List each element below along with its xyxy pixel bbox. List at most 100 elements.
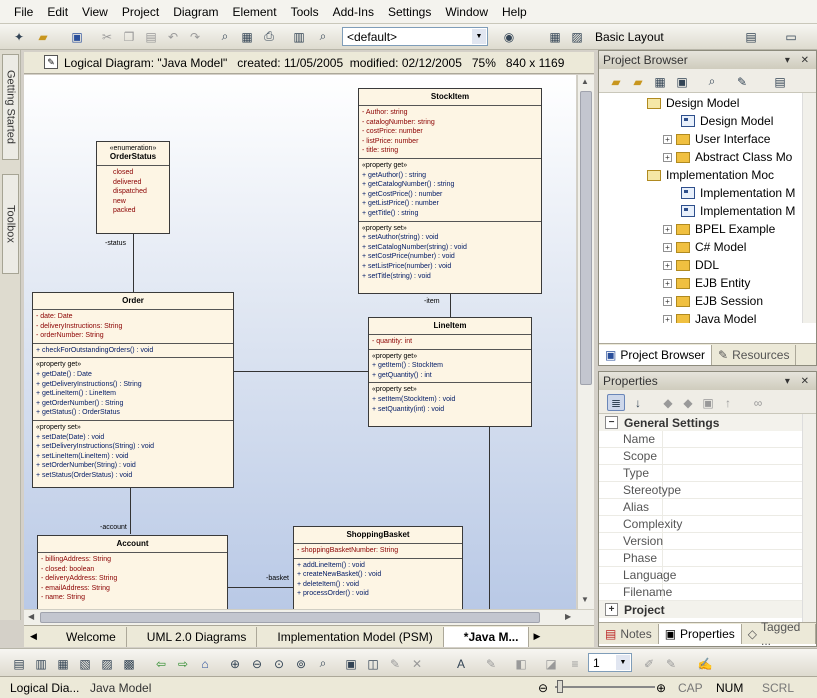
enum-value[interactable]: delivered	[113, 178, 142, 186]
zoom-slider-thumb[interactable]	[557, 680, 563, 693]
class-account[interactable]: Account - billingAddress: String - close…	[37, 535, 228, 609]
tree-item[interactable]: Implementation M	[681, 202, 795, 220]
property-row[interactable]: Complexity	[599, 516, 816, 533]
enum-value[interactable]: closed	[113, 169, 134, 176]
connector-lineitem-basket[interactable]	[489, 427, 490, 609]
expand-icon[interactable]: +	[663, 314, 672, 323]
scroll-up-icon[interactable]: ▲	[581, 77, 589, 86]
property-group-general[interactable]: −General Settings	[599, 414, 816, 431]
chevron-down-icon[interactable]: ▼	[472, 29, 486, 44]
save-icon[interactable]: ▣	[71, 29, 83, 44]
tree-item[interactable]: +C# Model	[663, 238, 746, 256]
class-stockitem[interactable]: StockItem - Author: string - catalogNumb…	[358, 88, 542, 294]
expand-icon[interactable]: +	[663, 224, 672, 234]
tab-resources[interactable]: ✎Resources	[712, 344, 797, 365]
operation-row[interactable]: + setCatalogNumber(string) : void	[362, 243, 467, 251]
panel-controls-icon[interactable]: ▾ ✕	[784, 375, 813, 387]
align-icon[interactable]: ▩	[123, 656, 135, 671]
tree-item[interactable]: Implementation M	[681, 184, 795, 202]
line-color-icon[interactable]: ✎	[485, 656, 497, 671]
attribute-row[interactable]: - catalogNumber: string	[362, 118, 435, 126]
operation-row[interactable]: + setDate(Date) : void	[36, 433, 105, 441]
operation-row[interactable]: + createNewBasket() : void	[297, 571, 382, 579]
tree-item[interactable]: +BPEL Example	[663, 220, 775, 238]
tree-scrollbar[interactable]	[802, 93, 816, 323]
attribute-row[interactable]: - name: String	[41, 594, 85, 602]
zoom-fit-icon[interactable]: ⊙	[273, 656, 285, 671]
attribute-row[interactable]: - date: Date	[36, 313, 73, 320]
expand-icon[interactable]: +	[663, 278, 672, 288]
operation-row[interactable]: + getStatus() : OrderStatus	[36, 409, 120, 417]
expand-icon[interactable]: +	[663, 260, 672, 270]
property-row[interactable]: Scope	[599, 448, 816, 465]
attribute-row[interactable]: - deliveryAddress: String	[41, 575, 118, 583]
enum-value[interactable]: packed	[113, 207, 136, 215]
connector-item[interactable]	[450, 294, 451, 317]
help-icon[interactable]: ◉	[503, 29, 515, 44]
new-folder-icon[interactable]: ▰	[611, 74, 621, 89]
pen-icon[interactable]: ✎	[665, 656, 677, 671]
font-icon[interactable]: A	[456, 656, 465, 671]
operation-row[interactable]: + setAuthor(string) : void	[362, 234, 439, 242]
prop-tool-icon[interactable]: ◆	[683, 395, 693, 410]
document-icon[interactable]: ▥	[293, 29, 305, 44]
getting-started-tab[interactable]: Getting Started	[2, 54, 19, 160]
workspace-icon[interactable]: ▨	[571, 29, 583, 44]
operation-row[interactable]: + getDeliveryInstructions() : String	[36, 380, 142, 388]
home-icon[interactable]: ⌂	[201, 656, 209, 671]
canvas-horizontal-scrollbar[interactable]: ◀ ▶	[24, 609, 594, 625]
horizontal-scroll-thumb[interactable]	[40, 612, 540, 623]
align-icon[interactable]: ▥	[35, 656, 47, 671]
attribute-row[interactable]: - deliveryInstructions: String	[36, 322, 123, 330]
enum-value[interactable]: dispatched	[113, 188, 147, 196]
operation-row[interactable]: + checkForOutstandingOrders() : void	[36, 346, 154, 354]
menu-element[interactable]: Element	[232, 4, 277, 19]
layout-diagram-icon[interactable]: ▣	[345, 656, 357, 671]
operation-row[interactable]: + getTitle() : string	[362, 209, 419, 217]
sort-az-icon[interactable]: ↓	[635, 395, 641, 410]
menu-tools[interactable]: Tools	[290, 4, 319, 19]
connector-status[interactable]	[133, 233, 134, 292]
print-preview-icon[interactable]: ▦	[241, 29, 253, 44]
class-order[interactable]: Order - date: Date - deliveryInstruction…	[32, 292, 234, 488]
expand-icon[interactable]: +	[663, 152, 672, 162]
attribute-row[interactable]: - emailAddress: String	[41, 584, 110, 592]
zoom-in-icon[interactable]: ⊕	[229, 656, 241, 671]
property-row[interactable]: Filename	[599, 584, 816, 601]
new-icon[interactable]: ✦	[13, 29, 25, 44]
expand-icon[interactable]: +	[605, 603, 618, 616]
paste-icon[interactable]: ▤	[145, 29, 157, 44]
line-style-icon[interactable]: ≡	[571, 656, 579, 671]
cut-icon[interactable]: ✂	[101, 29, 113, 44]
operation-row[interactable]: + getOrderNumber() : String	[36, 399, 124, 407]
properties-scrollbar[interactable]	[802, 414, 816, 622]
window-icon[interactable]: ▭	[785, 29, 797, 44]
print-icon[interactable]: ⎙	[264, 29, 274, 43]
align-icon[interactable]: ▦	[57, 656, 69, 671]
property-row[interactable]: Language	[599, 567, 816, 584]
zoom-100-icon[interactable]: ⊚	[295, 656, 307, 671]
chevron-down-icon[interactable]: ▼	[616, 655, 630, 670]
tree-item[interactable]: +EJB Session	[663, 292, 763, 310]
attribute-row[interactable]: - shoppingBasketNumber: String	[297, 547, 399, 554]
prop-tool-icon[interactable]: ▣	[702, 395, 714, 410]
new-package-icon[interactable]: ▰	[633, 74, 643, 89]
menu-diagram[interactable]: Diagram	[173, 4, 219, 19]
collapse-icon[interactable]: −	[605, 416, 618, 429]
attribute-row[interactable]: - title: string	[362, 147, 399, 155]
tab-java-model[interactable]: *Java M...	[443, 626, 530, 647]
property-row[interactable]: Phase	[599, 550, 816, 567]
back-icon[interactable]: ⇦	[155, 656, 167, 671]
open-icon[interactable]: ▰	[38, 29, 48, 44]
toolbox-tab[interactable]: Toolbox	[2, 174, 19, 274]
layout-icon[interactable]: ▦	[549, 29, 561, 44]
tree-item[interactable]: +DDL	[663, 256, 719, 274]
operation-row[interactable]: + processOrder() : void	[297, 590, 369, 598]
class-orderstatus[interactable]: «enumeration»OrderStatus closed delivere…	[96, 141, 170, 234]
operation-row[interactable]: + getQuantity() : int	[372, 371, 432, 379]
property-row[interactable]: Version	[599, 533, 816, 550]
zoom-icon[interactable]: ⌕	[319, 656, 327, 670]
operation-row[interactable]: + deleteItem() : void	[297, 580, 360, 588]
style-combo[interactable]: <default>▼	[342, 27, 488, 46]
binoculars-icon[interactable]: ⌕	[708, 74, 716, 88]
